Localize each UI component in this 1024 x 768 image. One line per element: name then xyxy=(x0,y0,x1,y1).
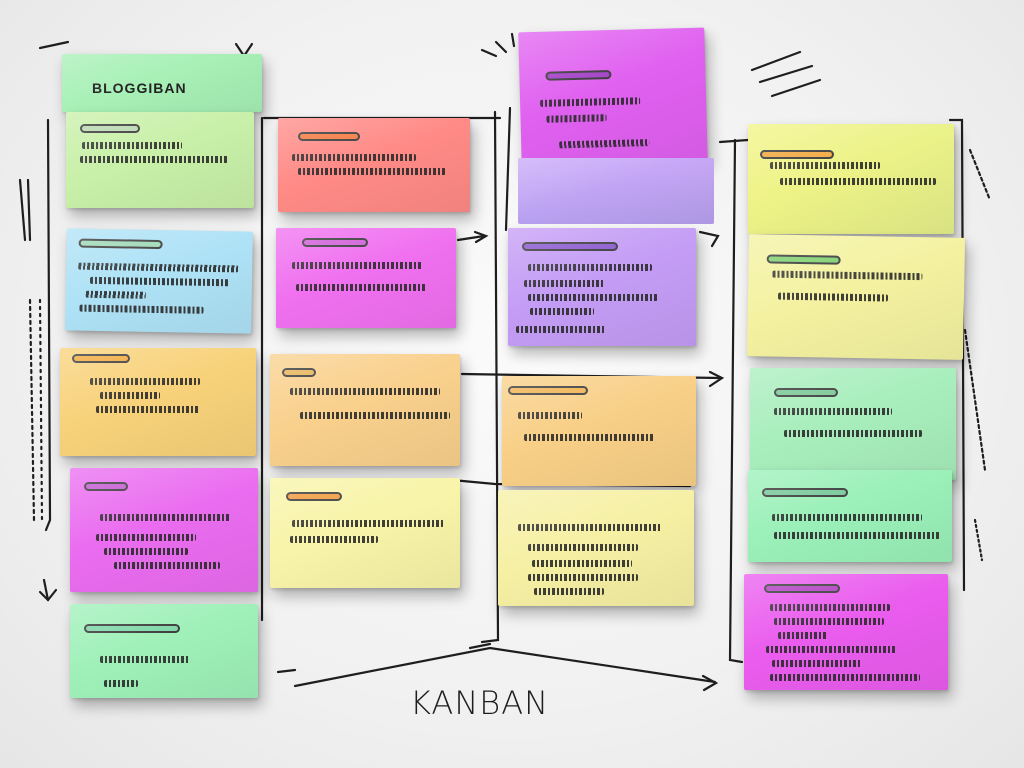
card-line xyxy=(528,294,658,301)
card-line xyxy=(770,162,880,169)
card-title-highlight xyxy=(302,238,368,247)
card-line xyxy=(774,618,884,625)
card-c4-4[interactable] xyxy=(748,470,952,562)
card-line xyxy=(90,378,200,385)
card-title-highlight xyxy=(545,70,612,81)
card-line xyxy=(300,412,450,419)
card-line xyxy=(546,114,607,123)
card-c1-3[interactable] xyxy=(60,348,256,456)
board-footer-label: KANBAN xyxy=(410,684,550,722)
card-title-highlight xyxy=(766,254,841,265)
card-line xyxy=(100,656,190,663)
card-title-highlight xyxy=(522,242,618,251)
card-title-highlight xyxy=(760,150,834,159)
card-c2-1[interactable] xyxy=(278,118,470,212)
card-line xyxy=(96,534,196,541)
card-line xyxy=(78,262,239,273)
card-line xyxy=(96,406,200,413)
card-c1-5[interactable] xyxy=(70,604,258,698)
card-line xyxy=(85,290,146,299)
card-line xyxy=(530,308,594,315)
card-title-highlight xyxy=(282,368,316,377)
card-line xyxy=(766,646,896,653)
card-title-highlight xyxy=(80,124,140,133)
header-note-title: BLOGGIBAN xyxy=(92,80,187,96)
card-c2-2[interactable] xyxy=(276,228,456,328)
card-line xyxy=(774,408,892,415)
card-line xyxy=(292,520,444,527)
card-line xyxy=(296,284,426,291)
card-line xyxy=(516,326,606,333)
card-title-highlight xyxy=(72,354,130,363)
card-c4-5[interactable] xyxy=(744,574,948,690)
card-line xyxy=(104,680,138,687)
card-line xyxy=(298,168,446,175)
card-line xyxy=(100,514,230,521)
card-line xyxy=(772,270,923,281)
card-line xyxy=(770,674,920,681)
card-line xyxy=(82,142,182,149)
card-c1-2[interactable] xyxy=(65,228,253,334)
card-c3-2[interactable] xyxy=(508,228,696,346)
card-line xyxy=(780,178,936,185)
card-line xyxy=(777,292,889,302)
card-line xyxy=(292,262,422,269)
card-line xyxy=(784,430,922,437)
card-line xyxy=(540,97,641,107)
card-c1-4[interactable] xyxy=(70,468,258,592)
card-line xyxy=(292,154,416,161)
card-line xyxy=(532,560,632,567)
card-c3-4[interactable] xyxy=(498,490,694,606)
card-line xyxy=(80,156,228,163)
card-line xyxy=(528,264,652,271)
card-line xyxy=(770,604,890,611)
card-title-highlight xyxy=(84,482,128,491)
card-c3-3[interactable] xyxy=(502,376,696,486)
card-line xyxy=(290,388,440,395)
header-note[interactable]: BLOGGIBAN xyxy=(62,54,262,112)
card-line xyxy=(518,412,582,419)
card-title-highlight xyxy=(286,492,342,501)
card-c4-2[interactable] xyxy=(746,234,966,360)
card-c4-3[interactable] xyxy=(750,368,956,480)
card-line xyxy=(89,276,231,287)
card-line xyxy=(290,536,378,543)
card-line xyxy=(774,532,940,539)
card-line xyxy=(772,514,922,521)
card-line xyxy=(778,632,828,639)
card-line xyxy=(79,304,204,314)
card-title-highlight xyxy=(84,624,180,633)
card-line xyxy=(524,434,654,441)
card-c4-1[interactable] xyxy=(748,124,954,234)
card-title-highlight xyxy=(762,488,848,497)
card-title-highlight xyxy=(78,238,163,250)
card-c2-3[interactable] xyxy=(270,354,460,466)
card-line xyxy=(528,574,638,581)
card-title-highlight xyxy=(764,584,840,593)
card-line xyxy=(528,544,638,551)
card-title-highlight xyxy=(298,132,360,141)
card-line xyxy=(534,588,604,595)
card-line xyxy=(104,548,188,555)
card-c2-4[interactable] xyxy=(270,478,460,588)
card-title-highlight xyxy=(774,388,838,397)
card-c3-1-under xyxy=(518,158,714,224)
card-line xyxy=(559,139,650,149)
card-line xyxy=(518,524,662,531)
card-c3-1[interactable] xyxy=(518,27,708,167)
card-line xyxy=(114,562,220,569)
card-line xyxy=(524,280,604,287)
card-line xyxy=(100,392,160,399)
card-title-highlight xyxy=(508,386,588,395)
card-c1-1[interactable] xyxy=(66,112,254,208)
card-line xyxy=(772,660,862,667)
